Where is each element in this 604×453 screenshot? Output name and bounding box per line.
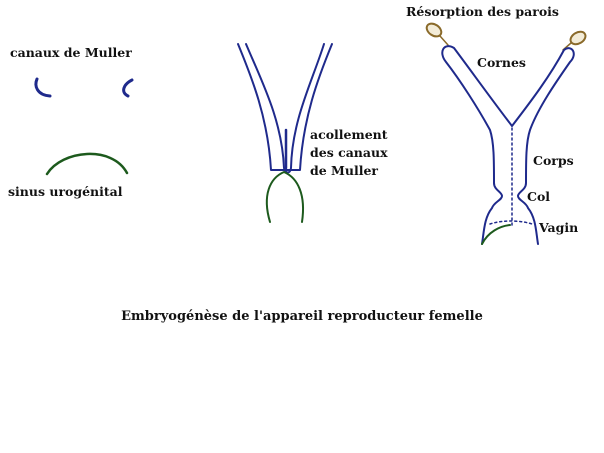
vagina-sinus-arc [481, 224, 511, 245]
diagram-caption: Embryogénèse de l'appareil reproducteur … [121, 309, 483, 324]
left-muller-duct-stroke [34, 77, 52, 98]
label-acollement-line1: acollement [310, 127, 388, 142]
label-corps: Corps [533, 153, 574, 168]
label-canaux-muller: canaux de Muller [10, 45, 132, 60]
sinus-tube [265, 171, 304, 223]
uterus-outline [441, 45, 575, 245]
stage-1-drawing [34, 77, 134, 176]
left-ovary-link [439, 35, 449, 46]
right-ovary-icon [569, 30, 587, 46]
label-cornes: Cornes [477, 55, 526, 70]
left-ovary-icon [425, 22, 443, 38]
stage-3-drawing [425, 22, 587, 245]
fused-ducts-inner-wall [245, 43, 325, 174]
label-sinus-urogenital: sinus urogénital [8, 184, 123, 199]
label-acollement-line2: des canaux [310, 145, 388, 160]
label-resorption: Résorption des parois [406, 4, 559, 19]
stage-2-drawing [237, 43, 333, 223]
uterus-outline-left-lower [481, 182, 503, 245]
urogenital-sinus-arc [45, 152, 129, 176]
label-vagin: Vagin [539, 220, 579, 235]
right-muller-duct-stroke [122, 78, 134, 98]
label-col: Col [527, 189, 551, 204]
cervix-vagina-boundary-dotted [489, 220, 533, 225]
label-acollement-line3: de Muller [310, 163, 379, 178]
